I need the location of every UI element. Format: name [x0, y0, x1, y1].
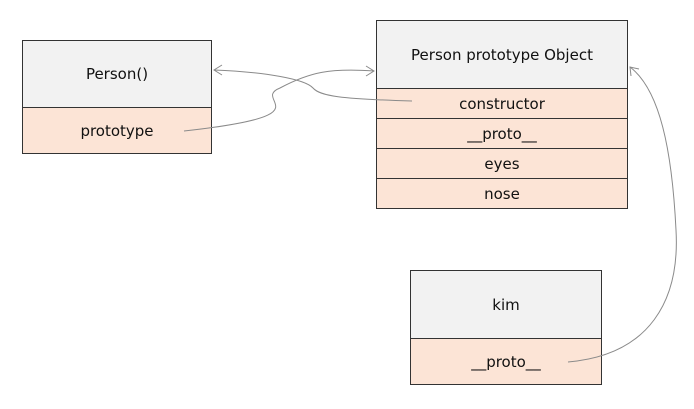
prototype-constructor-field: constructor	[377, 88, 627, 118]
prototype-nose-field: nose	[377, 178, 627, 208]
prototype-object-title: Person prototype Object	[377, 21, 627, 88]
person-function-box: Person() prototype	[22, 40, 212, 154]
arrowhead-person	[213, 64, 223, 76]
arrowhead-prototype-object	[365, 65, 375, 77]
prototype-proto-field: __proto__	[377, 118, 627, 148]
arrow-prototype-to-prototype-object	[183, 69, 375, 132]
kim-instance-title: kim	[411, 271, 601, 338]
prototype-object-box: Person prototype Object constructor __pr…	[376, 20, 628, 209]
kim-proto-field: __proto__	[411, 338, 601, 384]
person-function-title: Person()	[23, 41, 211, 107]
prototype-eyes-field: eyes	[377, 148, 627, 178]
person-prototype-field: prototype	[23, 107, 211, 153]
kim-instance-box: kim __proto__	[410, 270, 602, 385]
arrowhead-kim-to-prototype-object	[629, 66, 640, 77]
